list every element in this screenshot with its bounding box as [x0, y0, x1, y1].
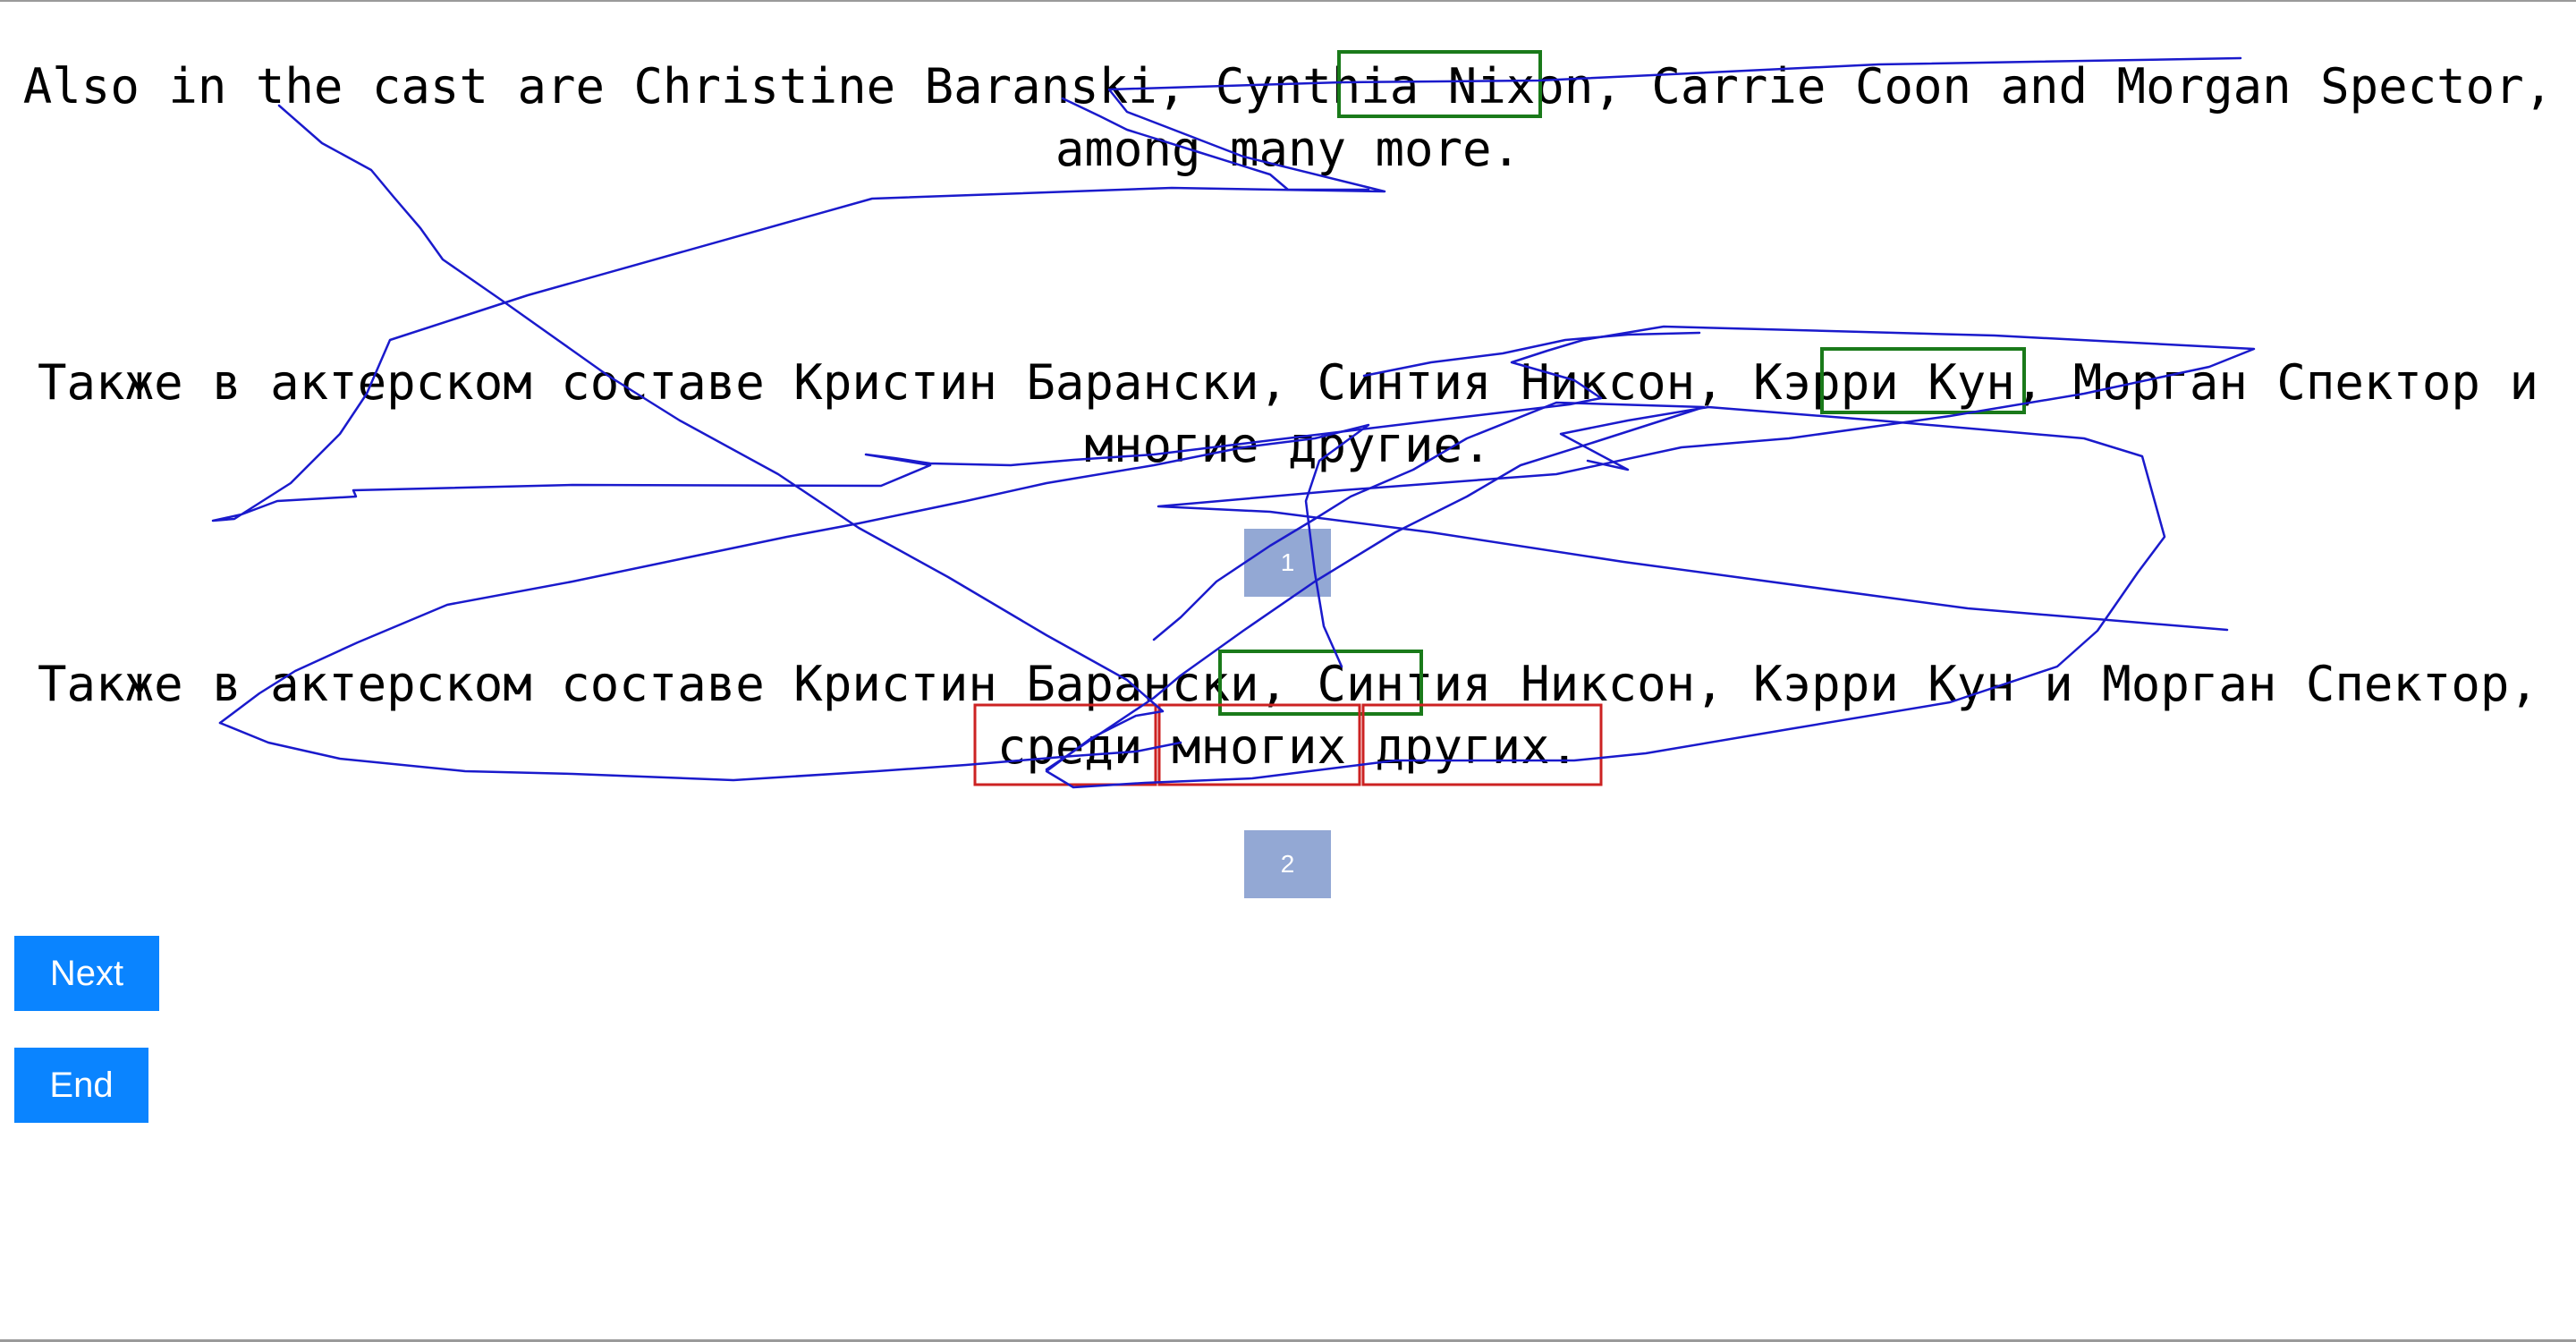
top-border: [0, 0, 2576, 2]
segment-2-marker[interactable]: 2: [1244, 830, 1331, 898]
bottom-border: [0, 1339, 2576, 1342]
next-button[interactable]: Next: [14, 936, 159, 1011]
segment-1-marker[interactable]: 1: [1244, 529, 1331, 597]
translation-1-sentence: Также в актерском составе Кристин Баранс…: [38, 354, 2538, 473]
end-button[interactable]: End: [14, 1048, 148, 1123]
source-sentence: Also in the cast are Christine Baranski,…: [22, 58, 2554, 177]
translation-2-sentence: Также в актерском составе Кристин Баранс…: [38, 656, 2538, 775]
